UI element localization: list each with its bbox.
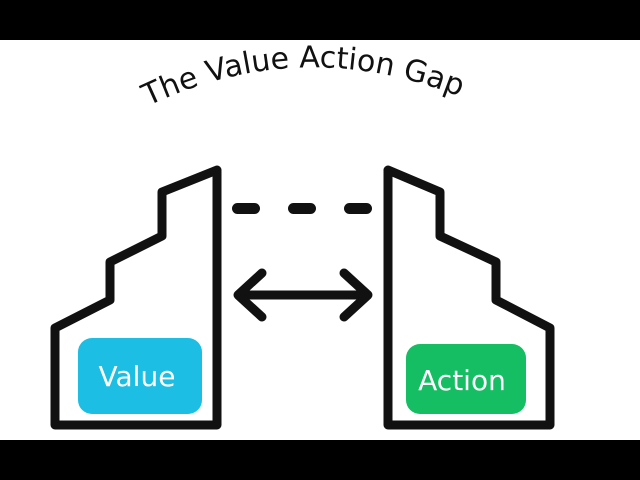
action-box-bg [406, 344, 526, 414]
value-box-bg [78, 338, 202, 414]
action-label-box: Action [406, 344, 526, 414]
action-label: Action [418, 364, 506, 397]
value-label-box: Value [78, 338, 202, 414]
dashed-gap-line-icon [232, 203, 372, 214]
letterbox-top [0, 0, 640, 40]
double-arrow-icon [233, 268, 373, 322]
value-label: Value [99, 360, 176, 393]
letterbox-bottom [0, 440, 640, 480]
